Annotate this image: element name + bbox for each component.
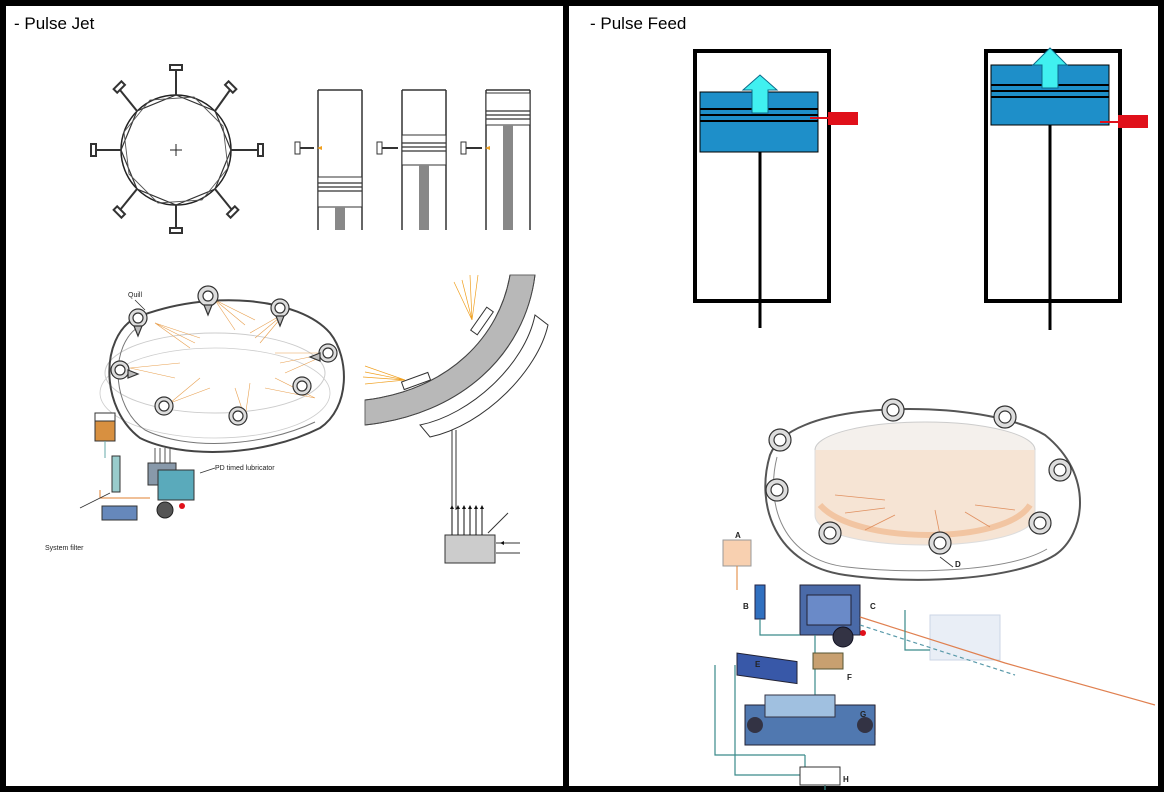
pulse-jet-title: - Pulse Jet xyxy=(14,14,95,33)
label-a: A xyxy=(735,531,741,540)
quill-label: Quill xyxy=(128,292,142,299)
pulse-feed-piston-diagrams xyxy=(693,47,1148,330)
label-h: H xyxy=(843,775,849,784)
label-g: G xyxy=(860,710,866,719)
label-b: B xyxy=(743,602,749,611)
pulse-feed-title: - Pulse Feed xyxy=(590,14,687,33)
panel-divider xyxy=(563,0,569,792)
piston-stage-diagrams xyxy=(294,89,531,230)
cylinder-cross-section xyxy=(90,64,264,234)
pulse-feed-system: A B C D E F G H xyxy=(714,398,1156,790)
cylinder-wall-detail xyxy=(362,274,549,564)
filter-label: System filter xyxy=(45,545,84,552)
label-e: E xyxy=(755,660,761,669)
label-d: D xyxy=(955,560,961,569)
pulse-jet-ring-system: Quill PD timed lubricator System filter xyxy=(45,285,345,552)
lubricator-label: PD timed lubricator xyxy=(215,465,275,472)
label-f: F xyxy=(847,673,852,682)
label-c: C xyxy=(870,602,876,611)
